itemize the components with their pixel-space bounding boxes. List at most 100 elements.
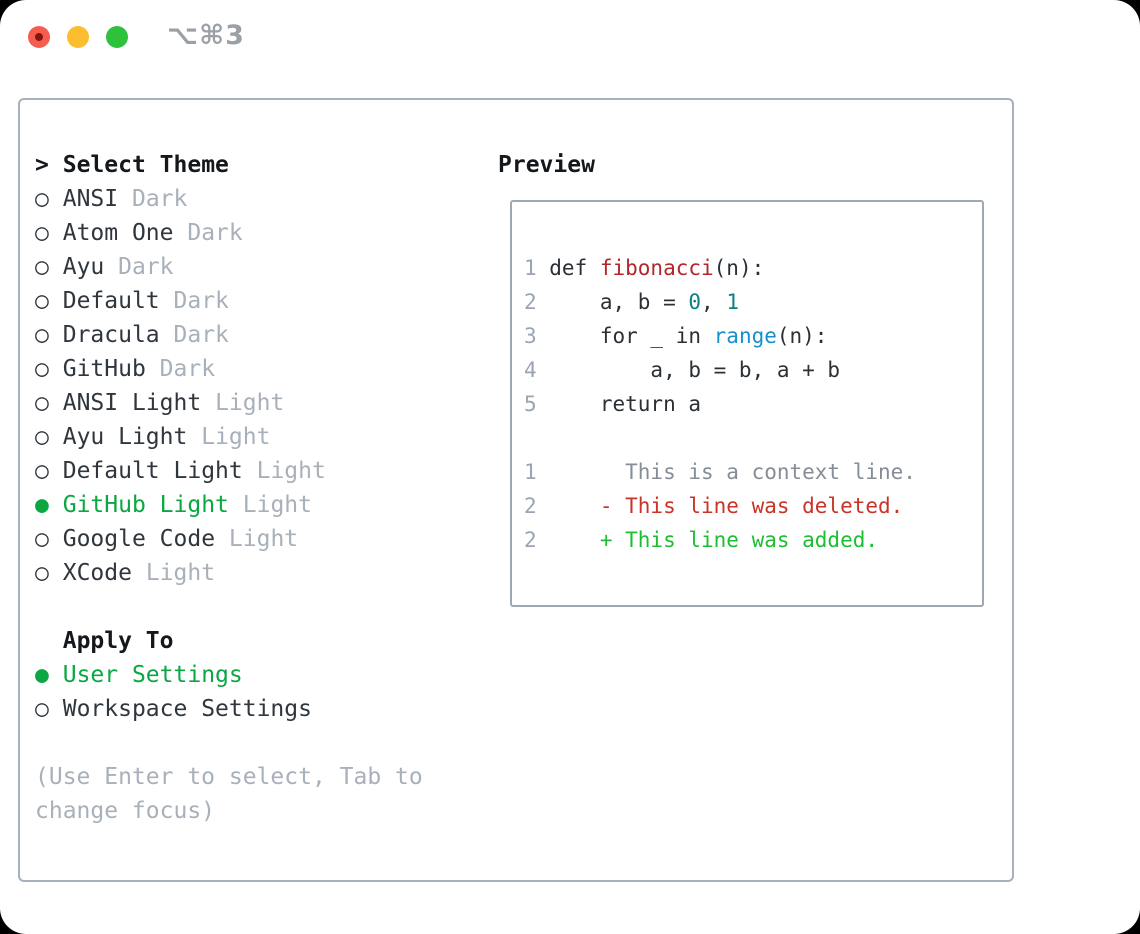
- apply-option-user-settings[interactable]: ● User Settings: [35, 658, 423, 692]
- token-plain: (n):: [713, 256, 765, 280]
- spacer-row: [35, 726, 423, 760]
- radio-icon: ○: [35, 220, 49, 246]
- theme-variant: Light: [242, 492, 312, 518]
- theme-option-default[interactable]: ○ Default Dark: [35, 284, 423, 318]
- token-plain: a, b = b, a + b: [549, 358, 841, 382]
- apply-option-label: User Settings: [62, 662, 243, 688]
- hint-text: (Use Enter to select, Tab to: [35, 764, 423, 790]
- theme-variant: Dark: [118, 254, 174, 280]
- theme-option-default-light[interactable]: ○ Default Light Light: [35, 454, 423, 488]
- token-plain: ,: [701, 290, 727, 314]
- token-plain: (n):: [776, 324, 828, 348]
- theme-option-google-code[interactable]: ○ Google Code Light: [35, 522, 423, 556]
- token-builtin: range: [713, 324, 777, 348]
- theme-variant: Light: [201, 424, 271, 450]
- radio-icon: ○: [35, 356, 49, 382]
- line-number: 1: [524, 460, 537, 484]
- theme-variant: Dark: [159, 356, 216, 382]
- line-number: 2: [524, 528, 537, 552]
- radio-icon: ○: [35, 526, 49, 552]
- radio-icon: ○: [35, 322, 49, 348]
- token-number: 0: [688, 290, 702, 314]
- code-line: 1 def fibonacci(n):: [524, 251, 982, 285]
- radio-icon: ○: [35, 390, 49, 416]
- hint-line-2: change focus): [35, 794, 423, 828]
- token-func: fibonacci: [599, 256, 714, 280]
- code-line: 5 return a: [524, 387, 982, 421]
- theme-variant: Light: [145, 560, 216, 586]
- line-number: 1: [524, 256, 537, 280]
- theme-option-dracula[interactable]: ○ Dracula Dark: [35, 318, 423, 352]
- theme-option-ansi[interactable]: ○ ANSI Dark: [35, 182, 423, 216]
- token-deleted: - This line was deleted.: [599, 494, 904, 518]
- minimize-window-icon[interactable]: [67, 26, 89, 48]
- keyboard-shortcut-label: ⌥⌘3: [167, 20, 245, 51]
- line-number: 4: [524, 358, 537, 382]
- code-line: [524, 421, 982, 455]
- token-context: This is a context line.: [549, 460, 916, 484]
- cursor-icon: >: [35, 152, 49, 178]
- theme-option-atom-one[interactable]: ○ Atom One Dark: [35, 216, 423, 250]
- theme-name: GitHub Light: [62, 492, 229, 518]
- theme-option-ayu[interactable]: ○ Ayu Dark: [35, 250, 423, 284]
- radio-icon: ○: [35, 424, 49, 450]
- theme-list-header: > Select Theme: [35, 148, 423, 182]
- theme-name: Default: [62, 288, 160, 314]
- theme-variant: Dark: [131, 186, 188, 212]
- apply-option-label: Workspace Settings: [62, 696, 312, 722]
- hint-line-1: (Use Enter to select, Tab to: [35, 760, 423, 794]
- line-number: 2: [524, 494, 537, 518]
- apply-option-workspace-settings[interactable]: ○ Workspace Settings: [35, 692, 423, 726]
- radio-icon: ○: [35, 186, 49, 212]
- theme-option-ansi-light[interactable]: ○ ANSI Light Light: [35, 386, 423, 420]
- theme-list-header-label: Select Theme: [62, 152, 229, 178]
- theme-option-github[interactable]: ○ GitHub Dark: [35, 352, 423, 386]
- theme-name: ANSI Light: [62, 390, 202, 416]
- radio-icon: ○: [35, 560, 49, 586]
- theme-name: Dracula: [62, 322, 160, 348]
- theme-variant: Light: [228, 526, 299, 552]
- zoom-window-icon[interactable]: [106, 26, 128, 48]
- token-plain: [549, 494, 600, 518]
- title-bar: ⌥⌘3: [0, 0, 1140, 74]
- token-plain: for _ in: [549, 324, 714, 348]
- token-plain: [549, 528, 600, 552]
- code-line: 1 This is a context line.: [524, 455, 982, 489]
- radio-icon: ○: [35, 696, 49, 722]
- theme-name: Ayu Light: [62, 424, 188, 450]
- code-line: 2 + This line was added.: [524, 523, 982, 557]
- theme-list: > Select Theme○ ANSI Dark○ Atom One Dark…: [35, 148, 423, 828]
- code-line: 2 - This line was deleted.: [524, 489, 982, 523]
- theme-name: Atom One: [62, 220, 174, 246]
- token-plain: return a: [549, 392, 701, 416]
- theme-option-xcode[interactable]: ○ XCode Light: [35, 556, 423, 590]
- theme-option-ayu-light[interactable]: ○ Ayu Light Light: [35, 420, 423, 454]
- theme-option-github-light[interactable]: ● GitHub Light Light: [35, 488, 423, 522]
- line-number: 5: [524, 392, 537, 416]
- theme-variant: Light: [215, 390, 285, 416]
- token-added: + This line was added.: [599, 528, 879, 552]
- radio-icon: ●: [35, 662, 49, 688]
- token-plain: def: [549, 256, 600, 280]
- theme-variant: Dark: [173, 288, 229, 314]
- radio-icon: ○: [35, 288, 49, 314]
- theme-name: Ayu: [62, 254, 105, 280]
- apply-to-header: Apply To: [35, 624, 423, 658]
- line-number: 3: [524, 324, 537, 348]
- theme-name: XCode: [62, 560, 132, 586]
- radio-icon: ○: [35, 254, 49, 280]
- line-number: 2: [524, 290, 537, 314]
- token-number: 1: [726, 290, 739, 314]
- close-window-icon[interactable]: [28, 26, 50, 48]
- theme-variant: Light: [256, 458, 326, 484]
- preview-heading: Preview: [498, 152, 595, 178]
- radio-icon: ●: [35, 492, 49, 518]
- code-line: 2 a, b = 0, 1: [524, 285, 982, 319]
- theme-name: Google Code: [62, 526, 216, 552]
- theme-name: Default Light: [62, 458, 243, 484]
- code-line: 3 for _ in range(n):: [524, 319, 982, 353]
- code-line: 4 a, b = b, a + b: [524, 353, 982, 387]
